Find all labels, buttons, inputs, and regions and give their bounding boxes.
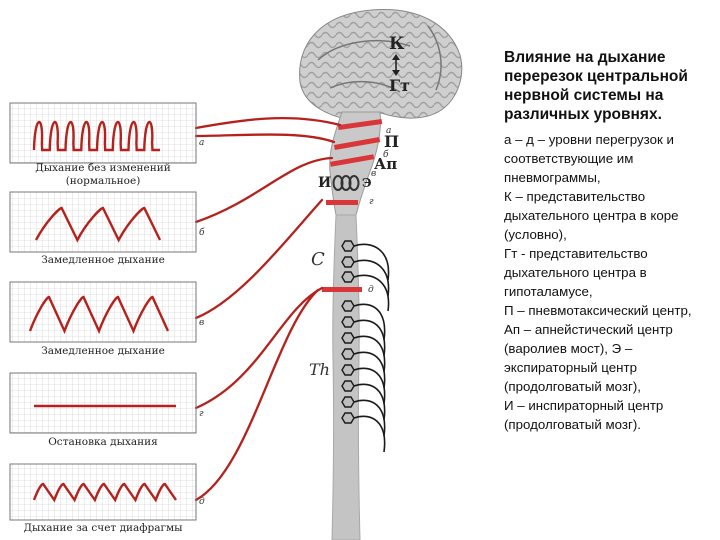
legend-levels: а – д – уровни перегрузок и соответствую… (504, 132, 674, 185)
cut-level-g (326, 200, 358, 205)
legend-apneustic-expiratory: Ап – апнейстический центр (варолиев мост… (504, 322, 673, 394)
spinal-ganglion (341, 332, 355, 344)
cut-letter-g: г (369, 197, 374, 207)
spinal-nerve-fiber (353, 243, 390, 281)
spinal-cord (331, 214, 361, 540)
description-block: Влияние на дыхание перерезок центральной… (504, 48, 716, 434)
panel-level-d: д (199, 497, 205, 507)
spinal-ganglion (341, 240, 355, 252)
pneumogram-panel-a (9, 102, 197, 164)
caption-panel-b: Замедленное дыхание (41, 254, 165, 266)
pneumogram-panel-g (9, 372, 197, 434)
label-cortex: К (389, 34, 405, 54)
legend-pneumotaxic: П – пневмотаксический центр, (504, 303, 692, 318)
spinal-nerve-fiber (353, 303, 386, 341)
label-hypothalamus: Гт (389, 76, 410, 95)
trace-normal (32, 120, 160, 152)
spinal-nerve-fiber (353, 383, 386, 421)
spinal-nerve-fiber (353, 259, 390, 297)
spinal-nerves (341, 240, 390, 453)
brain (299, 8, 463, 121)
connection-lines (194, 116, 342, 502)
spinal-ganglion (341, 396, 355, 408)
trace-slowed-v (28, 295, 170, 335)
cut-level-a (337, 118, 383, 131)
caption-panel-d: Дыхание за счет диафрагмы (23, 522, 183, 534)
inspiratory-expiratory-ovals (332, 175, 360, 191)
label-expiratory: Э (362, 176, 372, 190)
trace-diaphragm (32, 482, 177, 503)
panel-level-a: а (199, 138, 205, 148)
spinal-ganglion (341, 271, 355, 283)
spinal-ganglion (341, 412, 355, 424)
description-heading: Влияние на дыхание перерезок центральной… (504, 49, 688, 123)
spinal-nerve-fiber (353, 319, 386, 357)
cut-level-d (322, 287, 362, 292)
cortex-hypothalamus-arrows (392, 54, 400, 76)
cut-letter-v: в (371, 169, 377, 179)
cut-letter-d: д (368, 285, 374, 295)
spinal-nerve-fiber (353, 399, 386, 437)
spinal-ganglion (341, 380, 355, 392)
spinal-nerve-fiber (353, 335, 386, 373)
pneumogram-panel-d (9, 463, 197, 521)
legend-cortex: К – представительство дыхательного центр… (504, 189, 679, 242)
panel-level-g: г (199, 409, 204, 419)
panel-level-b: б (199, 228, 205, 238)
cut-level-v (329, 154, 375, 167)
pneumogram-panel-b (9, 191, 197, 253)
label-pneumotaxic: П (384, 132, 400, 151)
pneumogram-panel-v (9, 281, 197, 343)
spinal-nerve-fiber (353, 415, 386, 453)
spinal-ganglion (341, 364, 355, 376)
spinal-nerve-fiber (353, 367, 386, 405)
spinal-nerve-fiber (353, 274, 390, 312)
legend-inspiratory: И – инспираторный центр (продолговатый м… (504, 398, 664, 432)
spinal-ganglion (341, 348, 355, 360)
trace-slowed-b (34, 206, 162, 243)
caption-panel-g: Остановка дыхания (48, 436, 158, 448)
caption-panel-a: Дыхание без изменений (нормальное) (35, 162, 171, 187)
label-cervical: C (311, 249, 325, 270)
cut-letter-a: а (386, 126, 392, 136)
spinal-ganglion (341, 300, 355, 312)
label-thoracic: Th (309, 360, 330, 379)
caption-panel-v: Замедленное дыхание (41, 345, 165, 357)
panel-level-v: в (199, 318, 205, 328)
spinal-ganglion (341, 316, 355, 328)
cut-level-b (334, 137, 381, 150)
spinal-nerve-fiber (353, 351, 386, 389)
cut-letter-b: б (383, 150, 389, 160)
spinal-ganglion (341, 256, 355, 268)
label-inspiratory: И (318, 175, 332, 191)
legend-hypothalamus: Гт - представительство дыхательного цент… (504, 246, 648, 299)
label-apneustic: Ап (374, 155, 398, 173)
